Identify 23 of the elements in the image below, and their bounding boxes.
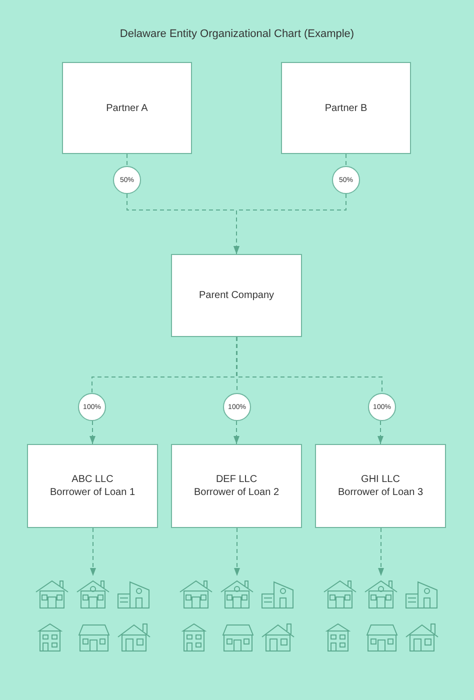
entity-label: Partner B — [324, 102, 368, 114]
entity-label: Partner A — [106, 102, 148, 114]
entity-label: ABC LLC — [72, 473, 114, 486]
connector-arrow — [234, 420, 240, 444]
connector-arrow — [90, 528, 96, 576]
entity-box — [315, 444, 446, 528]
connector-arrow — [234, 194, 346, 254]
entity-label: Borrower of Loan 3 — [338, 486, 424, 499]
entity-box — [171, 254, 302, 337]
connector-arrow — [378, 420, 384, 444]
entity-box — [171, 444, 302, 528]
entity-box — [62, 62, 192, 154]
entity-label: Borrower of Loan 1 — [50, 486, 136, 499]
entity-label: Borrower of Loan 2 — [194, 486, 280, 499]
entity-label: GHI LLC — [361, 473, 400, 486]
entity-box — [281, 62, 411, 154]
entity-label: DEF LLC — [216, 473, 258, 486]
entity-box — [27, 444, 158, 528]
connector-arrow — [234, 528, 240, 576]
connector-arrow — [378, 528, 384, 576]
connector-arrow — [90, 420, 96, 444]
chart-title: Delaware Entity Organizational Chart (Example) — [118, 27, 356, 42]
entity-label: Parent Company — [198, 289, 274, 302]
